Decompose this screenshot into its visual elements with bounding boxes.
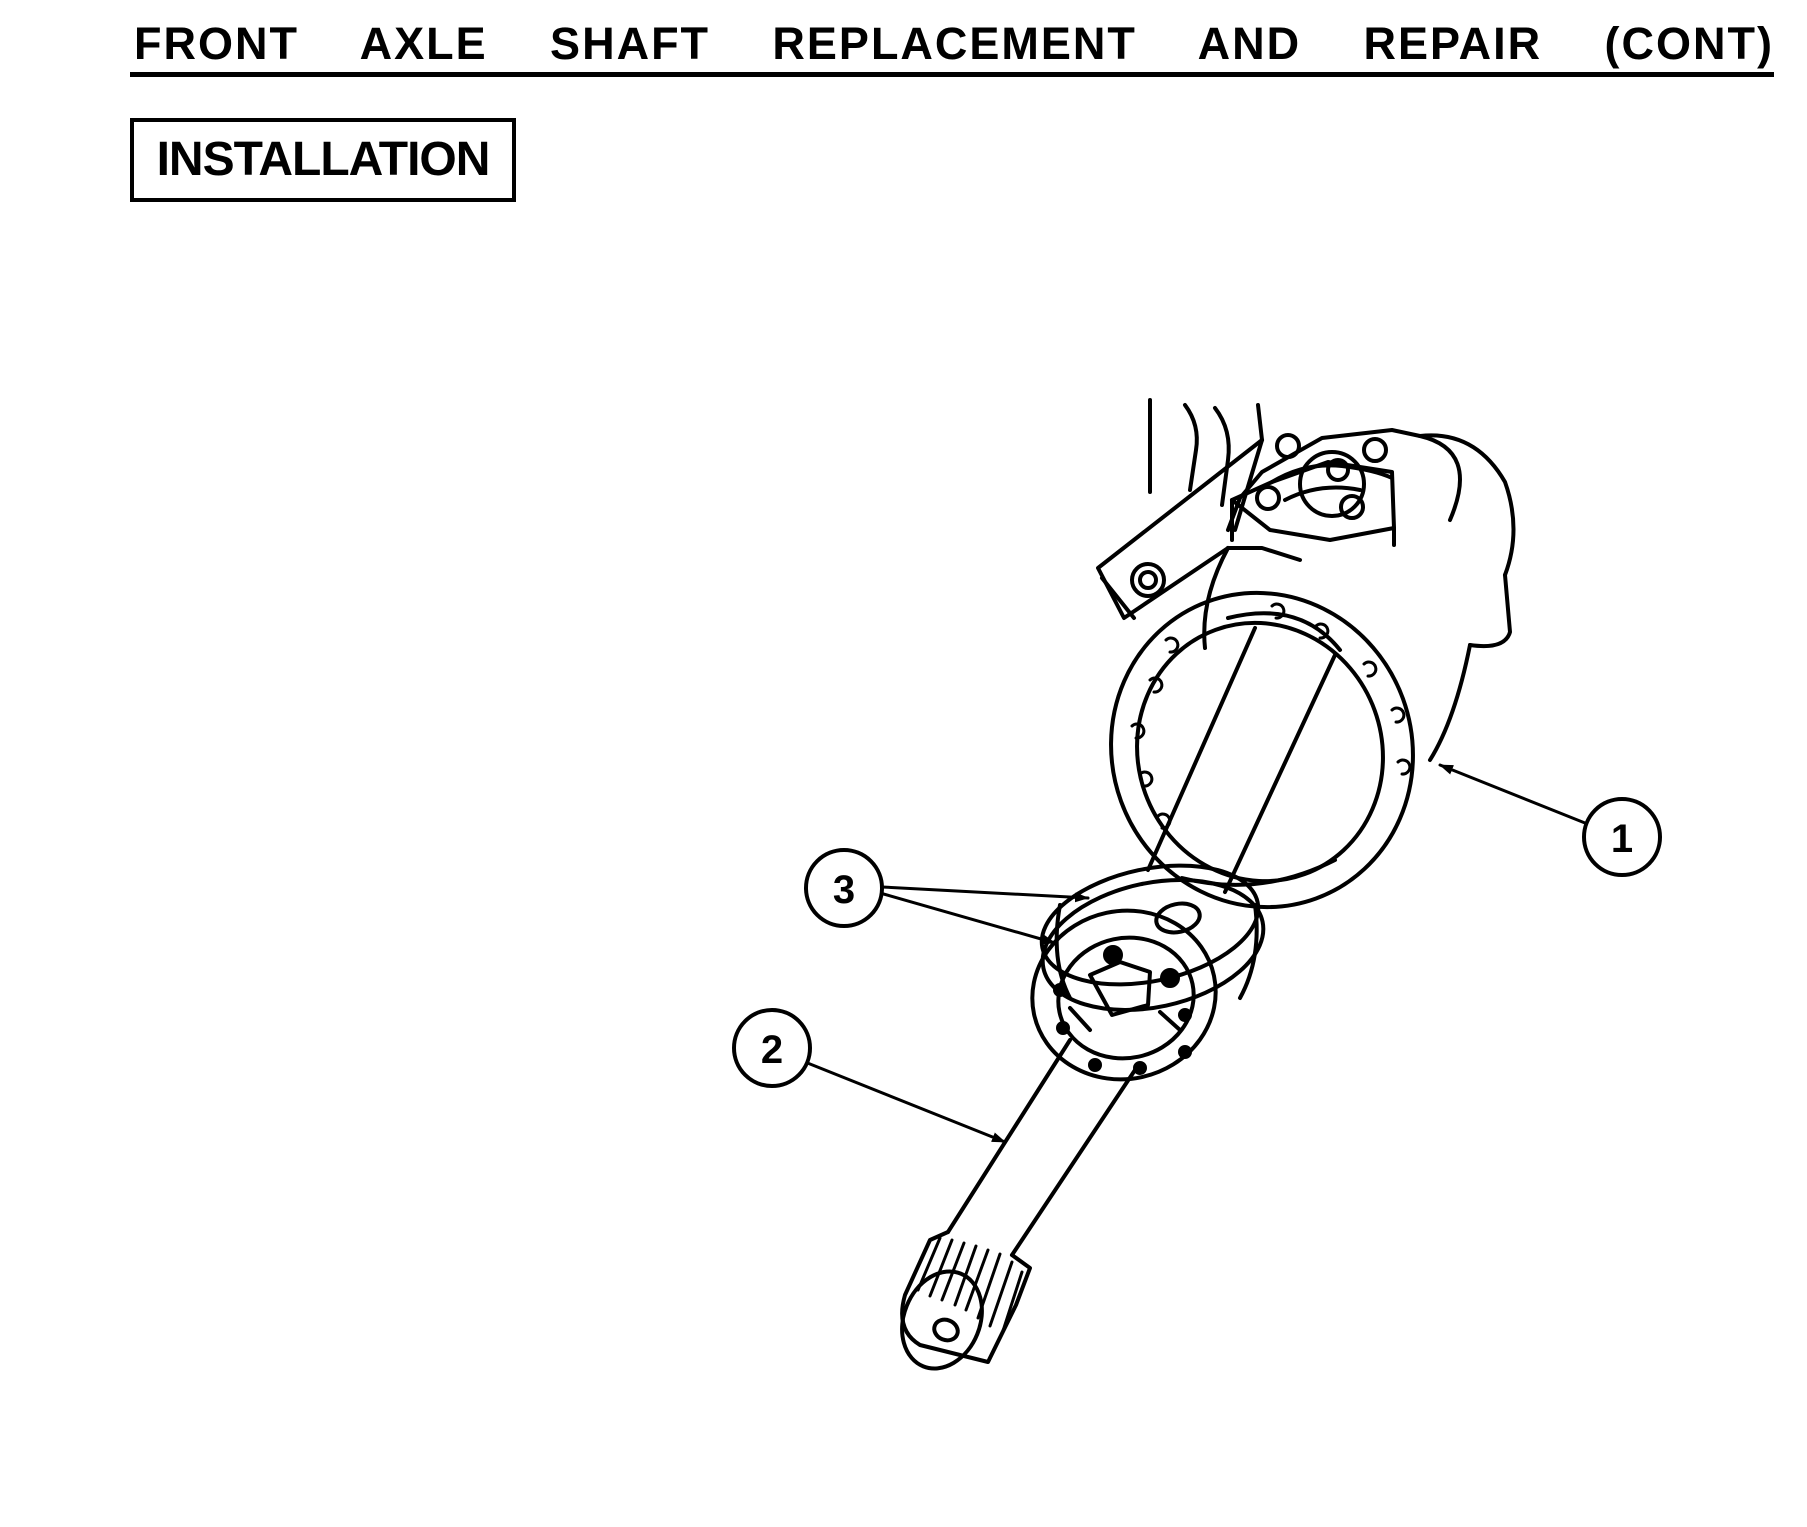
title-rule [130,72,1774,77]
steering-arm [1096,398,1264,620]
callout-3: 3 [804,848,884,928]
splined-end [900,1230,1032,1371]
callout-2-label: 2 [761,1028,783,1072]
callout-1-label: 1 [1611,817,1633,861]
callout-2: 2 [732,1008,812,1088]
knuckle-housing [1202,428,1516,762]
callout-3-label: 3 [833,868,855,912]
outer-shaft [946,1038,1137,1257]
universal-joint [1030,863,1266,1082]
installation-section-box: INSTALLATION [130,118,516,202]
section-label: INSTALLATION [156,133,491,186]
inner-shaft [1146,611,1342,894]
page-title: FRONT AXLE SHAFT REPLACEMENT AND REPAIR … [134,18,1774,69]
leader-lines [803,763,1587,1144]
callout-1: 1 [1582,797,1662,877]
knuckle-flange [1109,590,1415,910]
